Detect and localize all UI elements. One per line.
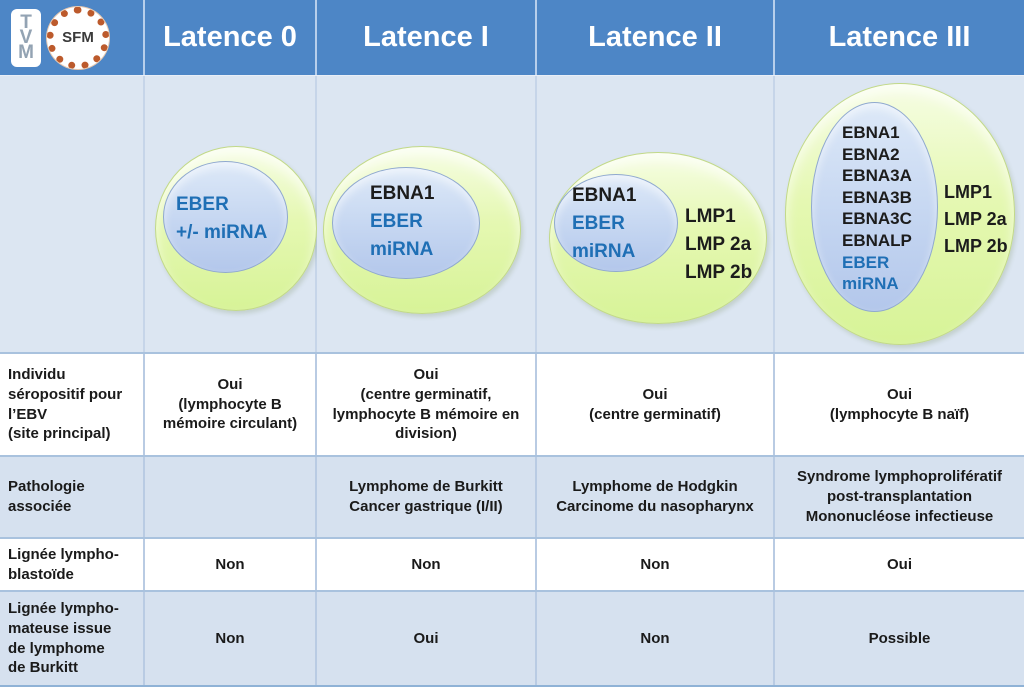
gene-label: EBER xyxy=(842,252,890,272)
gene-label: EBER xyxy=(370,211,423,232)
cell-pathology-latence-2: Lymphome de Hodgkin Carcinome du nasopha… xyxy=(537,457,775,537)
cell-seropositive-latence-3: Oui (lymphocyte B naïf) xyxy=(775,354,1024,455)
gene-label: EBNA3B xyxy=(842,187,912,207)
table-row-lymphoblastoid: Lignée lympho- blastoïde Non Non Non Oui xyxy=(0,537,1024,590)
tvm-letter: V xyxy=(19,27,33,48)
header-latence-3: Latence III xyxy=(828,21,971,53)
row-label-lymphoblastoid: Lignée lympho- blastoïde xyxy=(0,539,145,590)
gene-label: miRNA xyxy=(842,274,899,294)
gene-label: LMP 2b xyxy=(685,262,753,283)
nucleus-ellipse xyxy=(332,167,480,279)
latence-1-cell-diagram: EBNA1 EBER miRNA xyxy=(317,76,537,352)
cell-diagrams-band: EBER +/- miRNA EBNA1 EBER miRNA EBNA1 EB… xyxy=(0,75,1024,352)
gene-label: EBER xyxy=(572,213,625,234)
tvm-logo: T V M xyxy=(11,8,41,67)
gene-label: +/- miRNA xyxy=(176,222,268,243)
gene-label: EBNA1 xyxy=(842,123,900,142)
row-label-pathology: Pathologie associée xyxy=(0,457,145,537)
cell-lymphoblastoid-latence-1: Non xyxy=(317,539,537,590)
header-row: T V M SFM Latence 0 Latence I Latence II… xyxy=(0,0,1024,75)
cell-lymphoblastoid-latence-0: Non xyxy=(145,539,317,590)
diagram-empty-label-cell xyxy=(0,76,145,352)
cell-pathology-latence-1: Lymphome de Burkitt Cancer gastrique (I/… xyxy=(317,457,537,537)
latence-3-cell-diagram: EBNA1 EBNA2 EBNA3A EBNA3B EBNA3C EBNALP … xyxy=(775,76,1024,352)
header-latence-0: Latence 0 xyxy=(145,0,317,75)
logo-area: T V M SFM xyxy=(0,0,145,75)
cell-lymphomatous-latence-2: Non xyxy=(537,592,775,685)
latence-2-cell-diagram: EBNA1 EBER miRNA LMP1 LMP 2a LMP 2b xyxy=(537,76,775,352)
header-latence-1: Latence I xyxy=(317,0,537,75)
cell-lymphomatous-latence-0: Non xyxy=(145,592,317,685)
cytoplasm-gene-labels: LMP1 LMP 2a LMP 2b xyxy=(685,203,752,287)
cell-seropositive-latence-2: Oui (centre germinatif) xyxy=(537,354,775,455)
tvm-letter: T xyxy=(20,12,32,33)
gene-label: EBNALP xyxy=(842,230,912,250)
sfm-logo: SFM xyxy=(47,6,109,69)
gene-label: EBNA1 xyxy=(370,183,435,204)
gene-label: LMP1 xyxy=(944,182,993,202)
gene-label: EBNA2 xyxy=(842,144,900,164)
nucleus-gene-labels: EBNA1 EBER miRNA xyxy=(370,180,434,264)
cell-pathology-latence-0 xyxy=(145,457,317,537)
tvm-letter: M xyxy=(18,42,34,63)
gene-label: miRNA xyxy=(572,241,636,262)
row-label-lymphomatous: Lignée lympho- mateuse issue de lymphome… xyxy=(0,592,145,685)
row-label-seropositive: Individu séropositif pour l’EBV (site pr… xyxy=(0,354,145,455)
cell-seropositive-latence-1: Oui (centre germinatif, lymphocyte B mém… xyxy=(317,354,537,455)
gene-label: LMP 2a xyxy=(685,234,752,255)
cytoplasm-gene-labels: LMP1 LMP 2a LMP 2b xyxy=(944,179,1008,260)
cell-lymphoblastoid-latence-2: Non xyxy=(537,539,775,590)
gene-label: EBNA3C xyxy=(842,209,912,229)
cell-seropositive-latence-0: Oui (lymphocyte B mémoire circulant) xyxy=(145,354,317,455)
nucleus-ellipse xyxy=(554,174,678,272)
gene-label: EBER xyxy=(176,194,229,215)
nucleus-gene-labels: EBER +/- miRNA xyxy=(176,191,267,247)
cell-lymphomatous-latence-3: Possible xyxy=(775,592,1024,685)
sfm-logo-label: SFM xyxy=(62,29,94,46)
gene-label: LMP1 xyxy=(685,206,736,227)
nucleus-ellipse xyxy=(163,161,288,273)
gene-label: LMP 2b xyxy=(944,236,1008,256)
header-latence-2: Latence II xyxy=(537,0,775,75)
table-row-seropositive: Individu séropositif pour l’EBV (site pr… xyxy=(0,352,1024,455)
gene-label: LMP 2a xyxy=(944,209,1007,229)
gene-label: miRNA xyxy=(370,239,434,260)
latence-0-cell-diagram: EBER +/- miRNA xyxy=(145,76,317,352)
bottom-margin xyxy=(0,685,1024,693)
cell-lymphoblastoid-latence-3: Oui xyxy=(775,539,1024,590)
gene-label: EBNA3A xyxy=(842,166,912,186)
table-row-pathology: Pathologie associée Lymphome de Burkitt … xyxy=(0,455,1024,537)
cell-lymphomatous-latence-1: Oui xyxy=(317,592,537,685)
nucleus-gene-labels: EBNA1 EBNA2 EBNA3A EBNA3B EBNA3C EBNALP … xyxy=(842,122,912,295)
cell-pathology-latence-3: Syndrome lymphoprolifératif post-transpl… xyxy=(775,457,1024,537)
nucleus-gene-labels: EBNA1 EBER miRNA xyxy=(572,182,636,266)
gene-label: EBNA1 xyxy=(572,185,637,206)
table-row-lymphomatous: Lignée lympho- mateuse issue de lymphome… xyxy=(0,590,1024,685)
nucleus-ellipse xyxy=(811,102,938,312)
